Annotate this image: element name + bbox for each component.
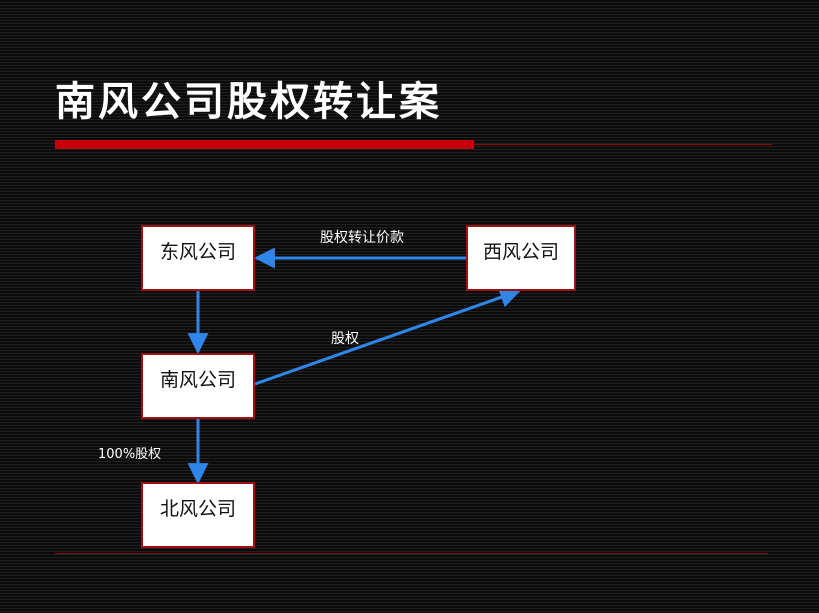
slide-title: 南风公司股权转让案 [55,78,442,125]
node-xifeng-label: 西风公司 [482,241,559,263]
node-nanfeng: 南风公司 [141,353,255,419]
node-dongfeng: 东风公司 [141,225,255,291]
footer-rule [55,553,768,554]
arrow-nanfeng-to-xifeng [254,287,521,386]
title-underline-bar [55,140,474,149]
edge-label-transfer-price: 股权转让价款 [320,230,404,246]
edge-label-full-equity: 100%股权 [98,447,162,462]
edge-label-equity: 股权 [331,331,359,347]
node-beifeng-label: 北风公司 [159,498,236,520]
node-dongfeng-label: 东风公司 [159,241,236,263]
node-xifeng: 西风公司 [466,225,576,291]
node-beifeng: 北风公司 [141,482,255,548]
node-nanfeng-label: 南风公司 [159,369,236,391]
title-underline-rule [474,144,772,145]
